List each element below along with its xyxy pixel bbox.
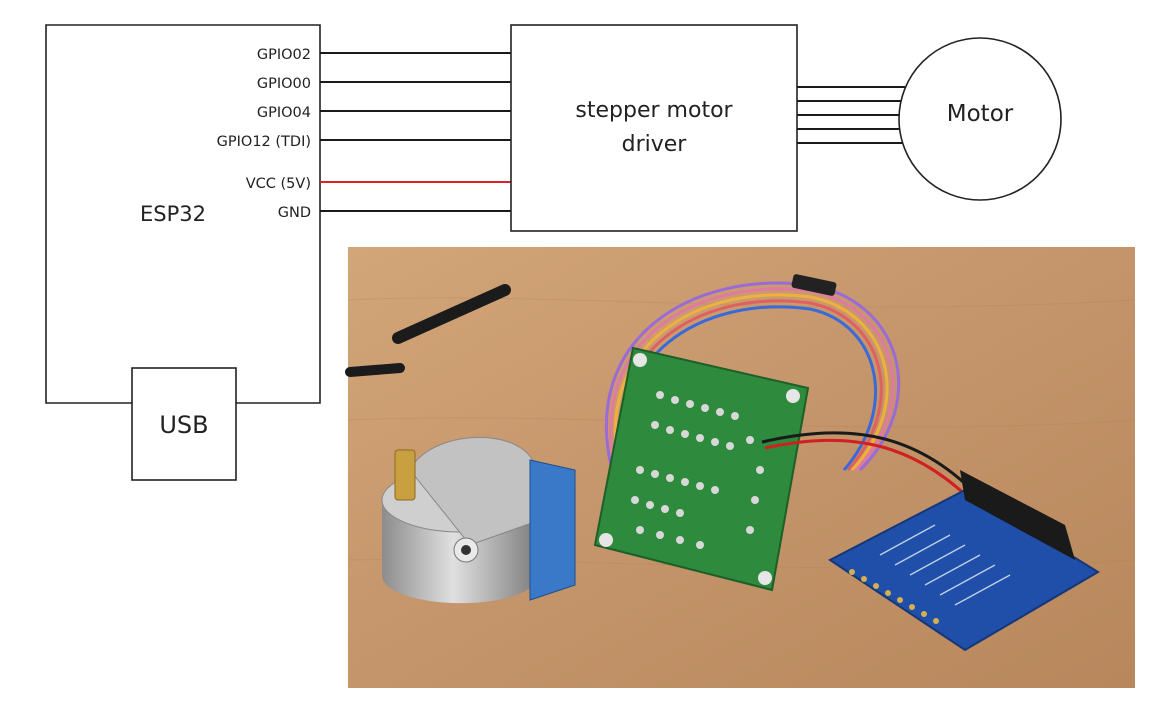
pcb-solder-joints: [631, 391, 764, 549]
usb-box: [131, 367, 237, 481]
driver-motor-wires: [797, 86, 905, 144]
esp32-label: ESP32: [140, 202, 206, 226]
driver-pcb-photo: [593, 346, 810, 592]
motor-label: Motor: [947, 101, 1014, 127]
pin-label-gpio12: GPIO12 (TDI): [217, 134, 311, 150]
esp32-driver-wires: [320, 52, 511, 212]
pin-label-gpio00: GPIO00: [257, 76, 311, 92]
driver-box: [510, 24, 798, 232]
esp32-board-photo: [828, 470, 1100, 652]
pin-label-vcc: VCC (5V): [246, 176, 311, 192]
pin-header-strips: [345, 284, 511, 377]
hardware-photo: [345, 247, 1136, 688]
driver-label-line2: driver: [622, 132, 688, 157]
cable-connector: [791, 274, 837, 296]
esp32-box: [45, 24, 321, 404]
pin-label-gpio02: GPIO02: [257, 47, 311, 63]
motor-circle: [898, 37, 1062, 201]
stepper-motor-photo: [381, 437, 576, 604]
pin-label-gpio04: GPIO04: [257, 105, 311, 121]
esp32-pin-labels: GPIO02 GPIO00 GPIO04 GPIO12 (TDI) VCC (5…: [217, 47, 311, 221]
driver-label-line1: stepper motor: [575, 98, 733, 123]
schematic: ESP32 USB GPIO02 GPIO00 GPIO04 GPIO12 (T…: [45, 24, 1062, 481]
usb-label: USB: [159, 411, 208, 439]
pin-label-gnd: GND: [278, 205, 311, 221]
